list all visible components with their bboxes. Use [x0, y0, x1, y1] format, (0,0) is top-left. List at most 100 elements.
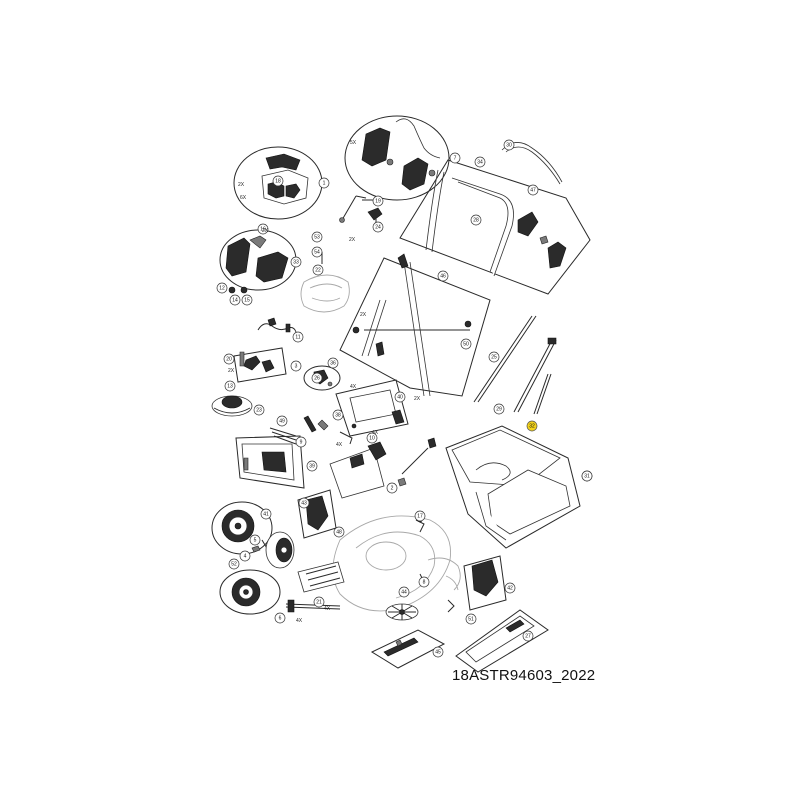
callout-29: 29	[493, 403, 505, 415]
callout-24: 24	[372, 221, 384, 233]
upper-handle-panel	[399, 142, 591, 295]
callout-number: 54	[314, 249, 320, 255]
callout-39: 39	[306, 460, 318, 472]
callout-34: 34	[474, 156, 486, 168]
callout-number: 50	[463, 341, 469, 347]
wiring-harness	[257, 317, 297, 333]
callout-14: 14	[229, 294, 241, 306]
drive-wheel	[251, 531, 295, 569]
callout-5: 5	[249, 534, 261, 546]
callout-number: 46	[440, 273, 446, 279]
callout-number: 15	[244, 297, 250, 303]
callout-17: 17	[414, 510, 426, 522]
callout-51: 51	[465, 613, 477, 625]
quantity-label: 2X	[238, 182, 245, 188]
callout-number: 41	[263, 511, 269, 517]
callout-number: 2	[391, 485, 394, 491]
callout-number: 4	[244, 553, 247, 559]
callout-number: 34	[477, 159, 483, 165]
callout-number: 19	[375, 198, 381, 204]
callout-8: 8	[418, 576, 430, 588]
callout-49: 49	[276, 415, 288, 427]
axle	[285, 599, 341, 613]
callout-23: 23	[253, 404, 265, 416]
quantity-label: 2X	[349, 237, 356, 243]
callout-2: 2	[386, 482, 398, 494]
callout-number: 36	[330, 360, 336, 366]
rear-flap	[297, 561, 345, 593]
callout-number: 40	[397, 394, 403, 400]
switch-plate-group	[233, 347, 287, 383]
callout-number: 32	[529, 423, 535, 429]
lower-handlebar	[455, 609, 549, 673]
callout-38: 38	[332, 409, 344, 421]
spring-and-links	[269, 415, 357, 445]
callout-number: 6	[279, 615, 282, 621]
quantity-label: 4X	[336, 442, 343, 448]
callout-number: 43	[301, 500, 307, 506]
quantity-label: 4X	[372, 430, 379, 436]
blade-assembly	[370, 603, 446, 669]
front-wheel	[219, 569, 281, 615]
callout-36: 36	[327, 357, 339, 369]
quantity-label: 2X	[414, 396, 421, 402]
callout-7: 7	[449, 152, 461, 164]
callout-number: 5	[254, 537, 257, 543]
callout-number: 25	[491, 354, 497, 360]
callout-27: 27	[522, 630, 534, 642]
callout-12: 12	[216, 282, 228, 294]
callout-number: 33	[293, 259, 299, 265]
callout-number: 3	[295, 363, 298, 369]
callout-number: 20	[226, 356, 232, 362]
callout-number: 27	[525, 633, 531, 639]
callout-28: 28	[470, 214, 482, 226]
callout-40: 40	[394, 391, 406, 403]
callout-52: 52	[228, 558, 240, 570]
quantity-label: 4X	[350, 384, 357, 390]
callout-15: 15	[241, 294, 253, 306]
callout-number: 45	[435, 649, 441, 655]
quantity-label: 2X	[360, 312, 367, 318]
callout-number: 21	[316, 599, 322, 605]
mulch-plug-group	[335, 379, 409, 437]
callout-10: 10	[366, 432, 378, 444]
battery-housing-group	[219, 229, 297, 294]
callout-number: 22	[315, 267, 321, 273]
mower-deck	[332, 515, 461, 612]
callout-21: 21	[313, 596, 325, 608]
callout-47: 47	[527, 184, 539, 196]
callout-3: 3	[290, 360, 302, 372]
callout-number: 7	[454, 155, 457, 161]
callout-number: 31	[584, 473, 590, 479]
rear-wheel-group	[211, 501, 273, 555]
callout-6: 6	[274, 612, 286, 624]
callout-number: 51	[468, 616, 474, 622]
callout-number: 1	[323, 180, 326, 186]
callout-number: 23	[256, 407, 262, 413]
height-adjusters	[297, 489, 507, 611]
drawing-code: 18ASTR94603_2022	[452, 667, 596, 684]
callout-41: 41	[260, 508, 272, 520]
callout-number: 47	[530, 187, 536, 193]
callout-number: 8	[423, 579, 426, 585]
callout-42: 42	[504, 582, 516, 594]
callout-46: 46	[437, 270, 449, 282]
battery-tray	[235, 435, 305, 489]
lower-handle-panel	[339, 253, 491, 397]
callout-number: 18	[275, 178, 281, 184]
callout-48: 48	[333, 526, 345, 538]
callout-30: 30	[503, 139, 515, 151]
callout-26: 26	[311, 372, 323, 384]
callout-number: 17	[417, 513, 423, 519]
callout-13: 13	[224, 380, 236, 392]
callout-50: 50	[460, 338, 472, 350]
callout-number: 14	[232, 297, 238, 303]
motor-outline	[300, 252, 350, 313]
callout-number: 29	[496, 406, 502, 412]
callout-number: 48	[336, 529, 342, 535]
quantity-label: 6X	[240, 195, 247, 201]
callout-16: 16	[257, 223, 269, 235]
callout-number: 26	[314, 375, 320, 381]
